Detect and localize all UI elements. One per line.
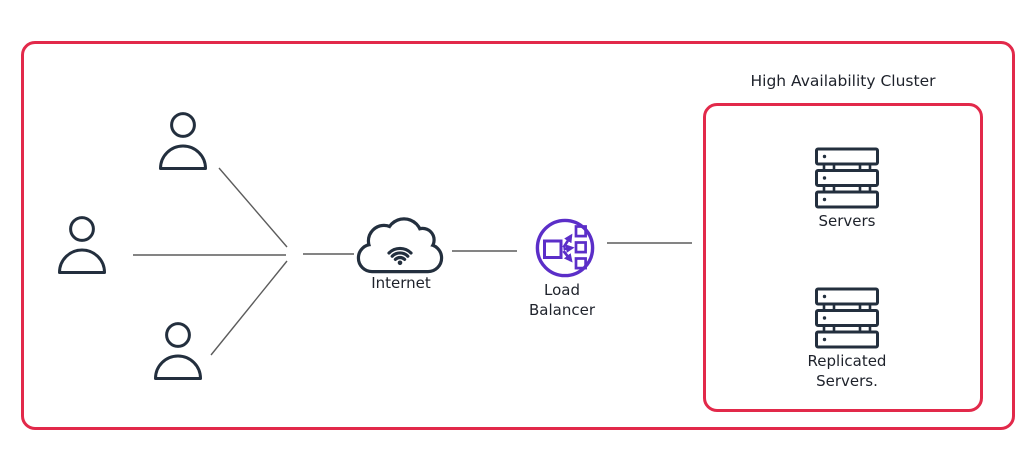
load-balancer-label: Load Balancer (529, 281, 595, 319)
internet-label: Internet (371, 274, 431, 292)
servers-label: Servers (818, 212, 876, 230)
load-balancer-icon (535, 218, 595, 278)
server-stack-icon (815, 287, 879, 349)
server-stack-icon (815, 147, 879, 209)
replicated-servers-label: Replicated Servers. (807, 352, 887, 390)
ha-cluster-frame (703, 103, 983, 412)
cluster-title: High Availability Cluster (750, 72, 936, 90)
user-icon (159, 112, 207, 170)
user-icon (58, 216, 106, 274)
outer-frame (21, 41, 1015, 430)
wifi-waves-icon (387, 246, 413, 261)
user-icon (154, 322, 202, 380)
cloud-wifi-icon (356, 217, 444, 274)
